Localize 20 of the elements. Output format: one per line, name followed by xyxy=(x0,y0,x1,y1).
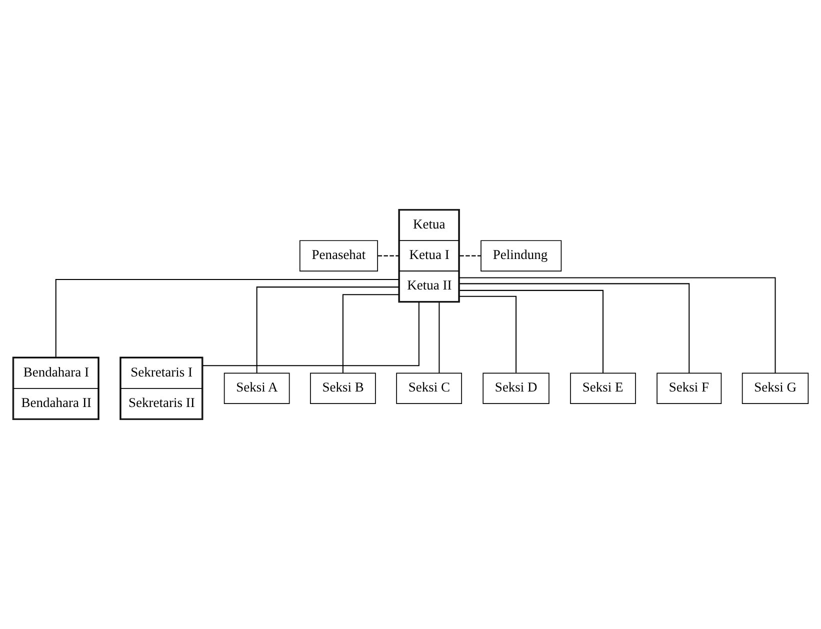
connector xyxy=(378,255,399,256)
connector xyxy=(460,296,517,373)
node-box: Penasehat xyxy=(299,240,378,272)
connector xyxy=(256,286,399,373)
connector xyxy=(460,255,481,256)
connector xyxy=(202,302,420,366)
node-box: Seksi A xyxy=(224,372,290,404)
connector xyxy=(55,278,399,357)
node-box: Seksi C xyxy=(396,372,462,404)
node-box: Seksi B xyxy=(310,372,376,404)
node-box: Seksi E xyxy=(570,372,636,404)
node-box: Seksi F xyxy=(656,372,722,404)
connector xyxy=(438,302,440,373)
connector xyxy=(460,277,776,373)
node-box: Seksi D xyxy=(482,372,550,404)
node-box: Pelindung xyxy=(480,240,562,272)
connector xyxy=(460,290,604,374)
node-box: Seksi G xyxy=(742,372,809,404)
connector xyxy=(342,294,398,373)
connector xyxy=(460,283,690,374)
